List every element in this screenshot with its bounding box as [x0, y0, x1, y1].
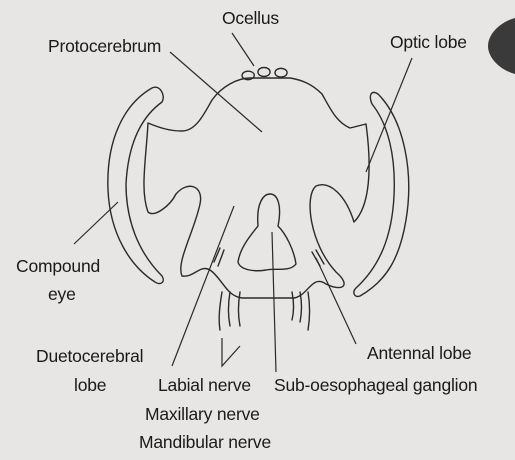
nerve-6: [308, 292, 310, 330]
nerve-2: [229, 292, 231, 326]
sub-oesophageal-lobe: [238, 194, 296, 271]
leader-antennal-lobe: [316, 258, 356, 344]
label-duetocerebral-line2: lobe: [74, 377, 106, 395]
label-compound-eye-line1: Compound: [16, 258, 100, 276]
leader-protocerebrum: [170, 52, 262, 132]
page-tab-marker: [488, 18, 515, 74]
label-antennal-lobe: Antennal lobe: [367, 345, 471, 363]
leader-nerves: [222, 338, 240, 366]
nerve-1: [219, 292, 222, 330]
label-optic-lobe: Optic lobe: [390, 34, 467, 52]
nerve-3: [239, 292, 241, 326]
label-sub-oesophageal-ganglion: Sub-oesophageal ganglion: [274, 377, 477, 395]
label-maxillary-nerve: Maxillary nerve: [145, 406, 260, 424]
leader-sub-oesophageal: [272, 232, 276, 372]
nerve-5: [300, 292, 302, 322]
label-labial-nerve: Labial nerve: [158, 377, 251, 395]
label-protocerebrum: Protocerebrum: [48, 38, 161, 56]
label-compound-eye-line2: eye: [48, 286, 76, 304]
leader-optic-lobe: [366, 58, 412, 172]
left-compound-eye: [108, 87, 163, 283]
ocellus-middle: [258, 68, 270, 77]
leader-compound-eye: [74, 202, 118, 244]
protocerebrum-outline: [144, 78, 369, 298]
label-mandibular-nerve: Mandibular nerve: [139, 434, 271, 452]
ocellus-right: [275, 68, 287, 77]
right-compound-eye: [354, 92, 409, 296]
left-antennal-stub: [214, 248, 224, 266]
leader-ocellus: [232, 33, 254, 66]
label-ocellus: Ocellus: [222, 10, 279, 28]
nerve-4: [292, 292, 294, 320]
label-duetocerebral-line1: Duetocerebral: [36, 348, 143, 366]
